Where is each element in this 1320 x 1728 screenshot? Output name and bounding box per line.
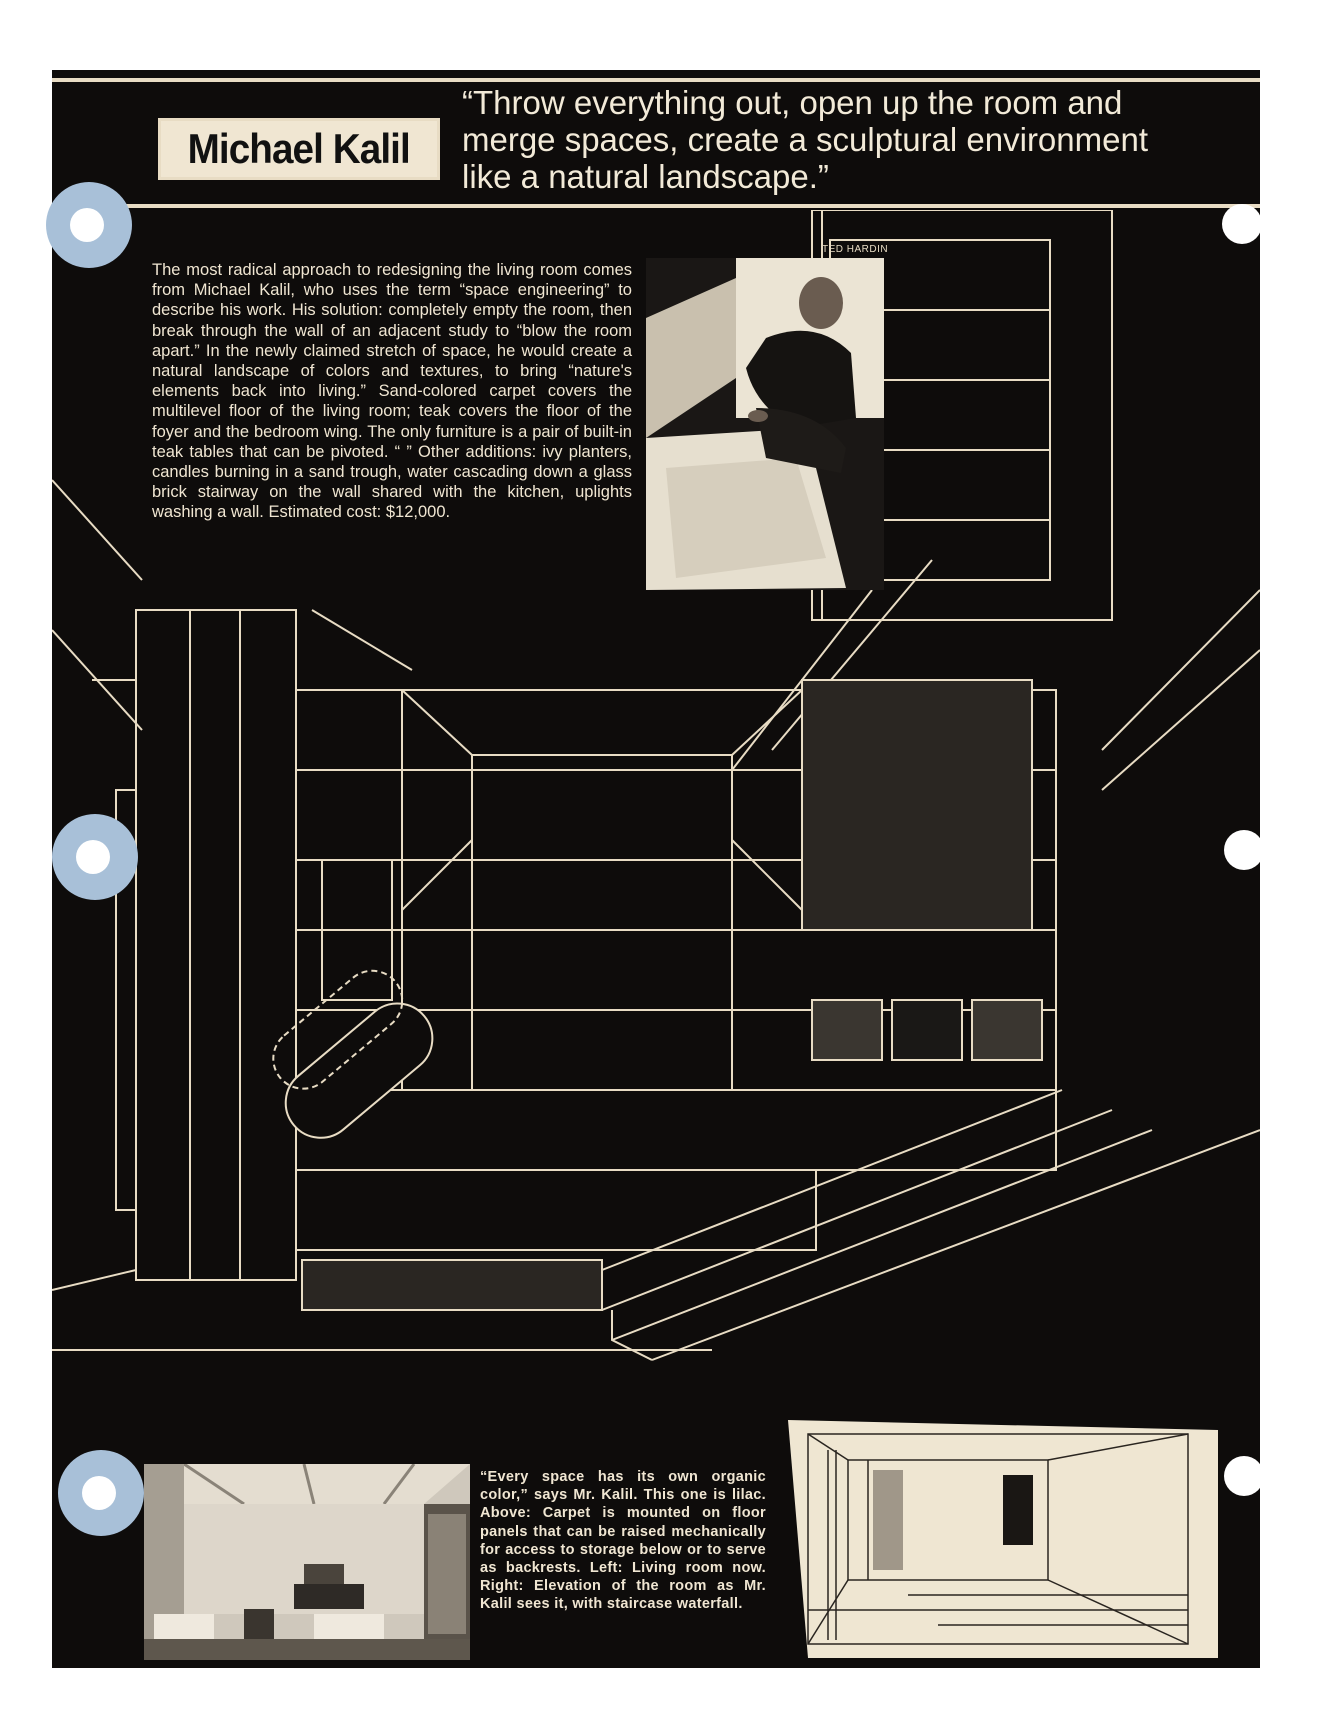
binder-hole-top [70, 208, 104, 242]
designer-photo [646, 258, 884, 590]
photo-credit: TED HARDIN [822, 244, 889, 255]
photo-caption: “Every space has its own organic color,”… [480, 1469, 766, 1613]
edge-hole-top [1222, 204, 1262, 244]
designer-name: Michael Kalil [187, 125, 411, 172]
headline-rule [52, 204, 1260, 208]
edge-hole-bottom [1224, 1456, 1264, 1496]
elevation-drawing [788, 1420, 1218, 1658]
pull-quote: “Throw everything out, open up the room … [462, 84, 1149, 195]
binder-hole-bottom [82, 1476, 116, 1510]
floor-plan-drawing [52, 210, 1260, 1361]
magazine-page: Michael Kalil “Throw everything out, ope… [52, 70, 1260, 1668]
binder-hole-middle [76, 840, 110, 874]
name-label-box: Michael Kalil [158, 118, 440, 180]
article-body: The most radical approach to redesigning… [152, 261, 632, 522]
top-rule [52, 78, 1260, 82]
living-room-photo [144, 1464, 470, 1660]
edge-hole-middle [1224, 830, 1264, 870]
